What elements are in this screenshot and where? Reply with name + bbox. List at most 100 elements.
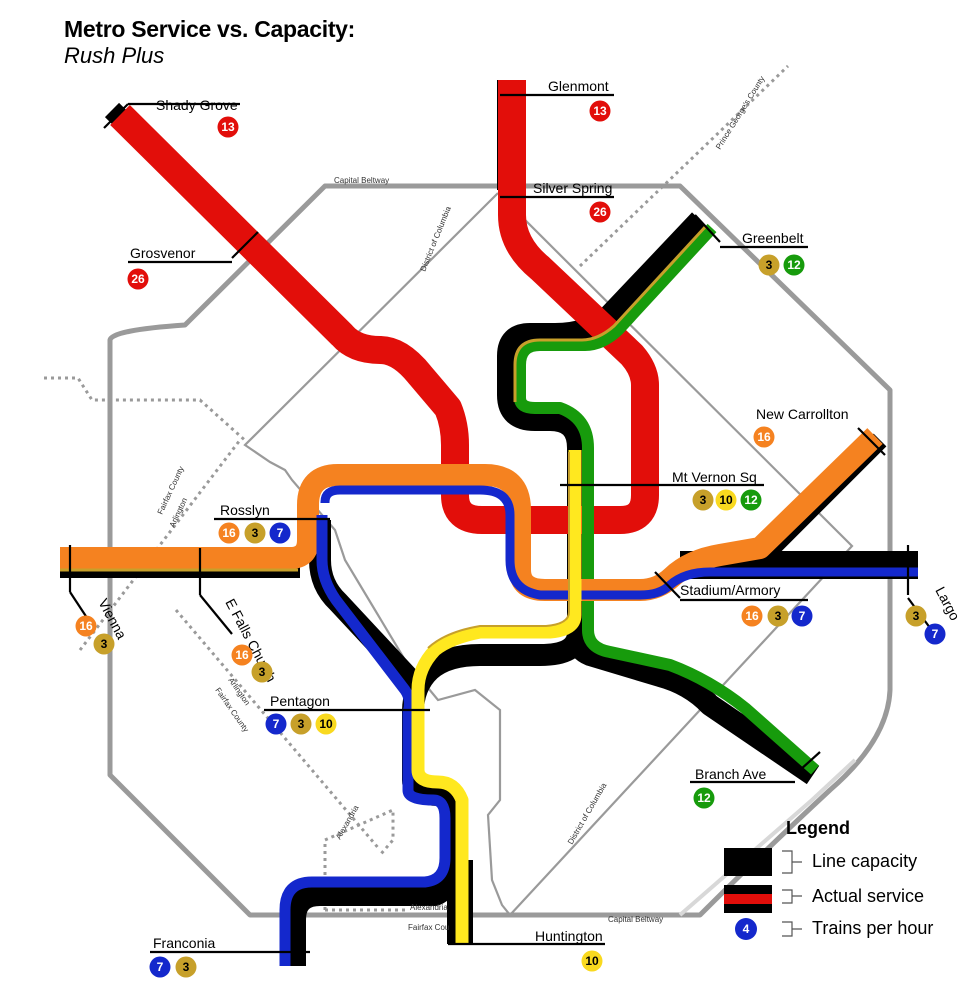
label-arlington-top: Arlington (168, 496, 190, 528)
page-subtitle: Rush Plus (64, 43, 165, 68)
tph-badge-blue (149, 956, 171, 978)
tph-badge-orange (231, 644, 253, 666)
tph-badge-orange (741, 605, 763, 627)
tph-badge-value: 3 (101, 637, 108, 651)
tph-badge-value: 7 (932, 627, 939, 641)
tph-badge-blue (265, 713, 287, 735)
tph-badge-value: 12 (697, 791, 711, 805)
tph-badge-value: 12 (787, 258, 801, 272)
tph-badge-value: 10 (319, 717, 333, 731)
tph-badge-gold (767, 605, 789, 627)
tph-badge-value: 16 (757, 430, 771, 444)
red-line (110, 80, 659, 534)
county-lines (44, 64, 790, 912)
tph-badge-gold (758, 254, 780, 276)
tph-badge-value: 13 (593, 104, 607, 118)
legend-capacity-swatch (724, 848, 772, 876)
label-alexandria: Alexandria (334, 803, 361, 841)
tph-badge-gold (93, 633, 115, 655)
label-dc-left: District of Columbia (419, 205, 454, 273)
tph-badge-value: 7 (273, 717, 280, 731)
tph-badge-value: 16 (235, 648, 249, 662)
tph-badge-blue (269, 522, 291, 544)
station-label-silver-spring: Silver Spring (533, 180, 612, 196)
legend-capacity-label: Line capacity (812, 851, 918, 871)
tph-badge-value: 3 (700, 493, 707, 507)
tph-badge-value: 13 (221, 120, 235, 134)
station-label-glenmont: Glenmont (548, 78, 609, 94)
legend-title: Legend (786, 818, 851, 838)
station-label-rosslyn: Rosslyn (220, 502, 270, 518)
legend-tph-label: Trains per hour (812, 918, 934, 938)
station-label-greenbelt: Greenbelt (742, 230, 804, 246)
tph-badge-green (783, 254, 805, 276)
tph-badge-value: 16 (222, 526, 236, 540)
tph-badge-value: 3 (766, 258, 773, 272)
tph-badge-value: 3 (259, 665, 266, 679)
page-title: Metro Service vs. Capacity: (64, 16, 356, 42)
tph-badge-value: 10 (585, 954, 599, 968)
tph-badge-yellow (715, 489, 737, 511)
tph-badge-value: 3 (252, 526, 259, 540)
tph-badge-value: 3 (913, 609, 920, 623)
tph-badge-gold (244, 522, 266, 544)
tph-badge-gold (692, 489, 714, 511)
gray-side-line (678, 758, 857, 917)
label-pg-county: Prince George's County (714, 74, 767, 151)
tph-badge-blue (791, 605, 813, 627)
station-label-franconia: Franconia (153, 935, 215, 951)
tph-badge-gold (175, 956, 197, 978)
tph-badge-red (127, 268, 149, 290)
station-label-branch-ave: Branch Ave (695, 766, 767, 782)
tph-badge-red (589, 201, 611, 223)
station-label-grosvenor: Grosvenor (130, 245, 196, 261)
tph-badge-value: 7 (799, 609, 806, 623)
station-label-stadium-armory: Stadium/Armory (680, 582, 780, 598)
green-line (514, 223, 819, 775)
tph-badge-orange (218, 522, 240, 544)
station-label-mt-vernon-sq: Mt Vernon Sq (672, 469, 757, 485)
tph-badge-red (217, 116, 239, 138)
tph-badge-yellow (315, 713, 337, 735)
yellow-line (411, 450, 582, 944)
tph-badge-value: 10 (719, 493, 733, 507)
tph-badge-gold (251, 661, 273, 683)
tph-badge-green (740, 489, 762, 511)
station-label-shady-grove: Shady Grove (156, 97, 238, 113)
orange-line (60, 428, 883, 601)
blue-line (279, 515, 451, 966)
tph-badge-value: 12 (744, 493, 758, 507)
tph-badge-orange (75, 615, 97, 637)
actual-service-layer (60, 80, 918, 966)
label-alexandria-2: Alexandria (410, 903, 448, 912)
legend-tph-badge (735, 918, 757, 940)
tph-badge-value: 26 (131, 272, 145, 286)
station-label-largo: Largo (932, 584, 963, 623)
tph-badge-value: 16 (745, 609, 759, 623)
tph-badge-orange (753, 426, 775, 448)
tph-badge-value: 16 (79, 619, 93, 633)
tph-badge-red (589, 100, 611, 122)
tph-badge-gold (905, 605, 927, 627)
station-label-huntington: Huntington (535, 928, 603, 944)
tph-badge-yellow (581, 950, 603, 972)
tph-badge-value: 3 (775, 609, 782, 623)
tph-badge-gold (290, 713, 312, 735)
label-dc-right: District of Columbia (566, 781, 609, 846)
legend: 4 (724, 848, 802, 940)
tph-badge-value: 7 (157, 960, 164, 974)
station-label-new-carrollton: New Carrollton (756, 406, 849, 422)
tph-badge-green (693, 787, 715, 809)
label-capital-beltway-bottom: Capital Beltway (608, 915, 663, 924)
station-label-pentagon: Pentagon (270, 693, 330, 709)
label-fairfax-cou: Fairfax Cou (408, 923, 449, 932)
tph-badge-value: 3 (298, 717, 305, 731)
tph-badge-value: 26 (593, 205, 607, 219)
tph-badge-value: 3 (183, 960, 190, 974)
legend-service-label: Actual service (812, 886, 925, 906)
tph-badge-blue (924, 623, 946, 645)
legend-tph-value: 4 (743, 922, 750, 936)
